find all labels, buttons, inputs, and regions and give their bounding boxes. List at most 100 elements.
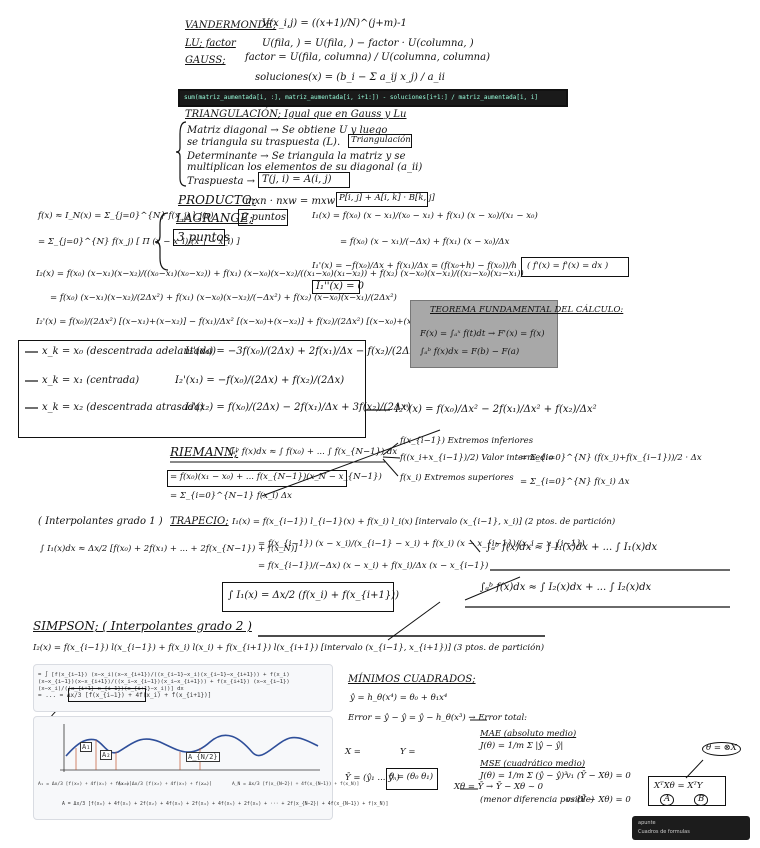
- theta-vector: θ = (θ₀ θ₁): [389, 772, 434, 782]
- two-pts-derivative: I₁'(x) = −f(x₀)/Δx + f(x₁)/Δx = (f(x₀+h)…: [312, 261, 517, 271]
- mse-title: MSE (cuadrático medio): [480, 759, 586, 769]
- code-bar: sum(matriz_aumentada[i, :], matriz_aumen…: [178, 89, 568, 107]
- trapecio-expand-2: = f(x_{i−1})/(−Δx) (x − x_i) + f(x_i)/Δx…: [258, 561, 489, 571]
- lagrange-lhs: f(x) ≈ I_N(x) = Σ_{j=0}^{N} f(x_j) l_j(x…: [38, 211, 214, 221]
- teorema-title: TEOREMA FUNDAMENTAL DEL CÁLCULO:: [430, 305, 624, 315]
- theta-box: [386, 768, 438, 790]
- simpson-result-box: [68, 688, 146, 702]
- simpson-label: SIMPSON; ( Interpolantes grado 2 ): [33, 619, 252, 633]
- traspuesta-formula: T(j, i) = A(i, j): [262, 174, 332, 185]
- right-integral-2: ∫ₐᵇ f(x)dx ≈ ∫ I₂(x)dx + ... ∫ I₂(x)dx: [480, 582, 652, 593]
- producto-label: PRODUCTO;: [178, 193, 256, 207]
- y-bar: Ȳ = (ŷ₁ ... ŷₙ): [345, 773, 400, 783]
- triangulacion-box: [348, 134, 412, 148]
- area-formula-1: A₁ = Δx/3 [f(x₀) + 4f(x₁) + f(x₂)]: [38, 782, 133, 787]
- valor-intermedio-sum: = Σ_{i=0}^{N} (f(x_i)+f(x_{i−1}))/2 · Δx: [520, 453, 702, 463]
- teorema-line-2: ∫ₐᵇ f(x)dx = F(b) − F(a): [420, 347, 520, 357]
- x-matrix-label: X =: [345, 747, 361, 757]
- y-matrix-label: Y =: [400, 747, 416, 757]
- trapecio-integral: ∫ I₁(x)dx ≈ Δx/2 [f(x₀) + 2f(x₁) + ... +…: [40, 544, 298, 554]
- second-deriv-zero: I₁''(x) = 0: [316, 281, 364, 292]
- riemann-sum: = Σ_{i=0}^{N−1} f(x_i) Δx: [170, 491, 292, 501]
- triangulacion-line-2: se triangula su traspuesta (L).: [187, 137, 341, 148]
- teorema-line-1: F(x) = ∫ₐˣ f(t)dt → F'(x) = f(x): [420, 329, 545, 339]
- lagrange-lhs-2: = Σ_{j=0}^{N} f(x_j) [ Π (x − x_i)/(x_j …: [38, 237, 240, 247]
- toast-notification[interactable]: apunte Cuadros de formulas: [632, 816, 750, 840]
- trapecio-formula: I₁(x) = f(x_{i−1}) l_{i−1}(x) + f(x_i) l…: [232, 517, 616, 527]
- simpson-card-line-1: = ∫ [f(x_{i−1}) (x−x_i)(x−x_{i+1})/((x_{…: [38, 672, 290, 693]
- valor-intermedio: f((x_i+x_{i−1})/2) Valor intermedio: [400, 453, 554, 463]
- deriv-row-2-formula: I₂'(x₁) = −f(x₀)/(2Δx) + f(x₂)/(2Δx): [175, 375, 345, 386]
- three-points-label: 3 puntos: [177, 230, 230, 244]
- lu-label: LU; factor: [185, 38, 236, 49]
- deriv-row-3-label: x_k = x₂ (descentrada atrasada): [42, 402, 204, 413]
- right-integral-1: ∫ₐᵇ f(x)dx ≈ ∫ I₁(x)dx + ... ∫ I₁(x)dx: [486, 542, 658, 553]
- derivatives-box: [18, 340, 366, 438]
- code-text: sum(matriz_aumentada[i, :], matriz_aumen…: [184, 94, 539, 101]
- triangulacion-line-1: Matriz diagonal → Se obtiene U y luego: [187, 125, 388, 136]
- riemann-formula: ∫ₐᵇ f(x)dx ≈ ∫ f(x₀) + ... ∫ f(x_{N−1}) …: [228, 447, 398, 457]
- three-pts-I2: = f(x₀) (x−x₁)(x−x₂)/(2Δx²) + f(x₁) (x−x…: [50, 293, 397, 303]
- extremos-inferiores: f(x_{i−1}) Extremos inferiores: [400, 436, 534, 446]
- mse-formula: J(θ) = 1/m Σ (ŷ − ŷ)²: [480, 771, 568, 781]
- three-pts-I: I₂(x) = f(x₀) (x−x₁)(x−x₂)/((x₀−x₁)(x₀−x…: [36, 269, 524, 279]
- interpolantes-grado-1: ( Interpolantes grado 1 ): [38, 516, 163, 527]
- producto-box-text: P[i, j] + A[i, k] · B[k, j]: [339, 193, 435, 203]
- xtheta-eq: Xθ = Ȳ → Ȳ − Xθ ~ 0: [454, 782, 544, 792]
- two-points-label: 2 puntos: [242, 212, 286, 223]
- area-formula-2: A₂ = Δx/3 [f(x₂) + 4f(x₃) + f(x₄)]: [118, 782, 213, 787]
- superiores-sum: = Σ_{i=0}^{N} f(x_i) Δx: [520, 477, 630, 487]
- minimos-model: ŷ = h_θ(x⁴) = θ₀ + θ₁x⁴: [350, 693, 448, 703]
- two-pts-I: I₁(x) = f(x₀) (x − x₁)/(x₀ − x₁) + f(x₁)…: [312, 211, 538, 221]
- gauss-formula: soluciones(x) = (b_i − Σ a_ij x_j) / a_i…: [255, 72, 445, 83]
- riemann-box: [167, 470, 347, 487]
- riemann-label: RIEMANN;: [170, 445, 239, 459]
- area-a1: A₁: [80, 742, 93, 752]
- riemann-box-formula: = f(x₀)(x₁ − x₀) + ... f(x_{N−1})(x_N − …: [170, 472, 382, 482]
- label-a: A: [660, 794, 675, 806]
- v1-eq: v₁ (Ȳ − Xθ) = 0: [566, 771, 631, 781]
- teorema-card: [410, 300, 558, 368]
- three-pts-derivative: I₂'(x) = f(x₀)/(2Δx²) [(x−x₁)+(x−x₂)] − …: [36, 317, 434, 327]
- area-an: A_{N/2}: [186, 752, 220, 762]
- normal-eq-box: [648, 776, 726, 806]
- theta-circle: θ = ⊗X: [702, 742, 741, 756]
- vandermonde-formula: V(x_i,j) = ((x+1)/N)^(j+m)-1: [262, 18, 407, 29]
- producto-formula: mxn · nxw = mxw: [245, 196, 336, 207]
- area-a2: A₂: [100, 750, 113, 760]
- toast-line-1: apunte: [638, 820, 656, 826]
- simpson-card-line-2: = ... = Δx/3 [f(x_{i−1}) + 4f(x_i) + f(x…: [38, 692, 212, 699]
- minimos-title: MÍNIMOS CUADRADOS;: [348, 674, 476, 685]
- second-deriv-box: [312, 280, 360, 294]
- producto-box: [336, 192, 428, 207]
- area-formula-n: A_N = Δx/3 [f(x_{N−2}) + 4f(x_{N−1}) + f…: [232, 782, 360, 787]
- trapecio-box-formula: ∫ I₁(x) = Δx/2 (f(x_i) + f(x_{i+1})): [228, 590, 399, 601]
- triangulacion-box-text: Triangulación: [351, 135, 411, 145]
- deriv-row-1-label: x_k = x₀ (descentrada adelantada): [42, 346, 217, 357]
- two-points-box: [238, 209, 288, 226]
- derivative-def-box: [521, 257, 629, 277]
- normal-eq: XᵀXθ = XᵀY: [654, 781, 703, 791]
- lu-formula-2: factor = U(fila, columna) / U(columna, c…: [245, 52, 490, 63]
- traspuesta-box: [258, 172, 350, 188]
- trapecio-box: [222, 582, 394, 612]
- area-total: A = Δx/3 [f(x₀) + 4f(x₁) + 2f(x₂) + 4f(x…: [62, 802, 389, 807]
- deriv-row-1-formula: I₂'(x₀) = −3f(x₀)/(2Δx) + 2f(x₁)/Δx − f(…: [185, 346, 419, 357]
- toast-line-2: Cuadros de formulas: [638, 829, 690, 835]
- trapecio-expand-1: = f(x_{i−1}) (x − x_i)/(x_{i−1} − x_i) +…: [258, 539, 585, 549]
- simpson-chart-card: [33, 716, 333, 820]
- label-b: B: [694, 794, 709, 806]
- vandermonde-label: VANDERMONDE;: [185, 20, 277, 31]
- gauss-label: GAUSS;: [185, 55, 226, 66]
- mae-title: MAE (absoluto medio): [480, 729, 577, 739]
- lu-formula-1: U(fila, ) = U(fila, ) − factor · U(colum…: [262, 38, 474, 49]
- trapecio-label: TRAPECIO;: [170, 516, 229, 527]
- deriv-row-2-label: x_k = x₁ (centrada): [42, 375, 140, 386]
- lagrange-label: LAGRANGE;: [176, 211, 253, 225]
- derivative-def: ( f'(x) = f'(x) = dx ): [527, 261, 609, 271]
- v2-eq: v₂ (Ȳ − Xθ) = 0: [566, 795, 631, 805]
- triangulacion-line-3: Determinante → Se triangula la matriz y …: [187, 151, 406, 162]
- two-pts-I2: = f(x₀) (x − x₁)/(−Δx) + f(x₁) (x − x₀)/…: [340, 237, 510, 247]
- minimos-error: Error = ŷ − ŷ = ŷ − h_θ(x³) → Error tota…: [348, 713, 528, 723]
